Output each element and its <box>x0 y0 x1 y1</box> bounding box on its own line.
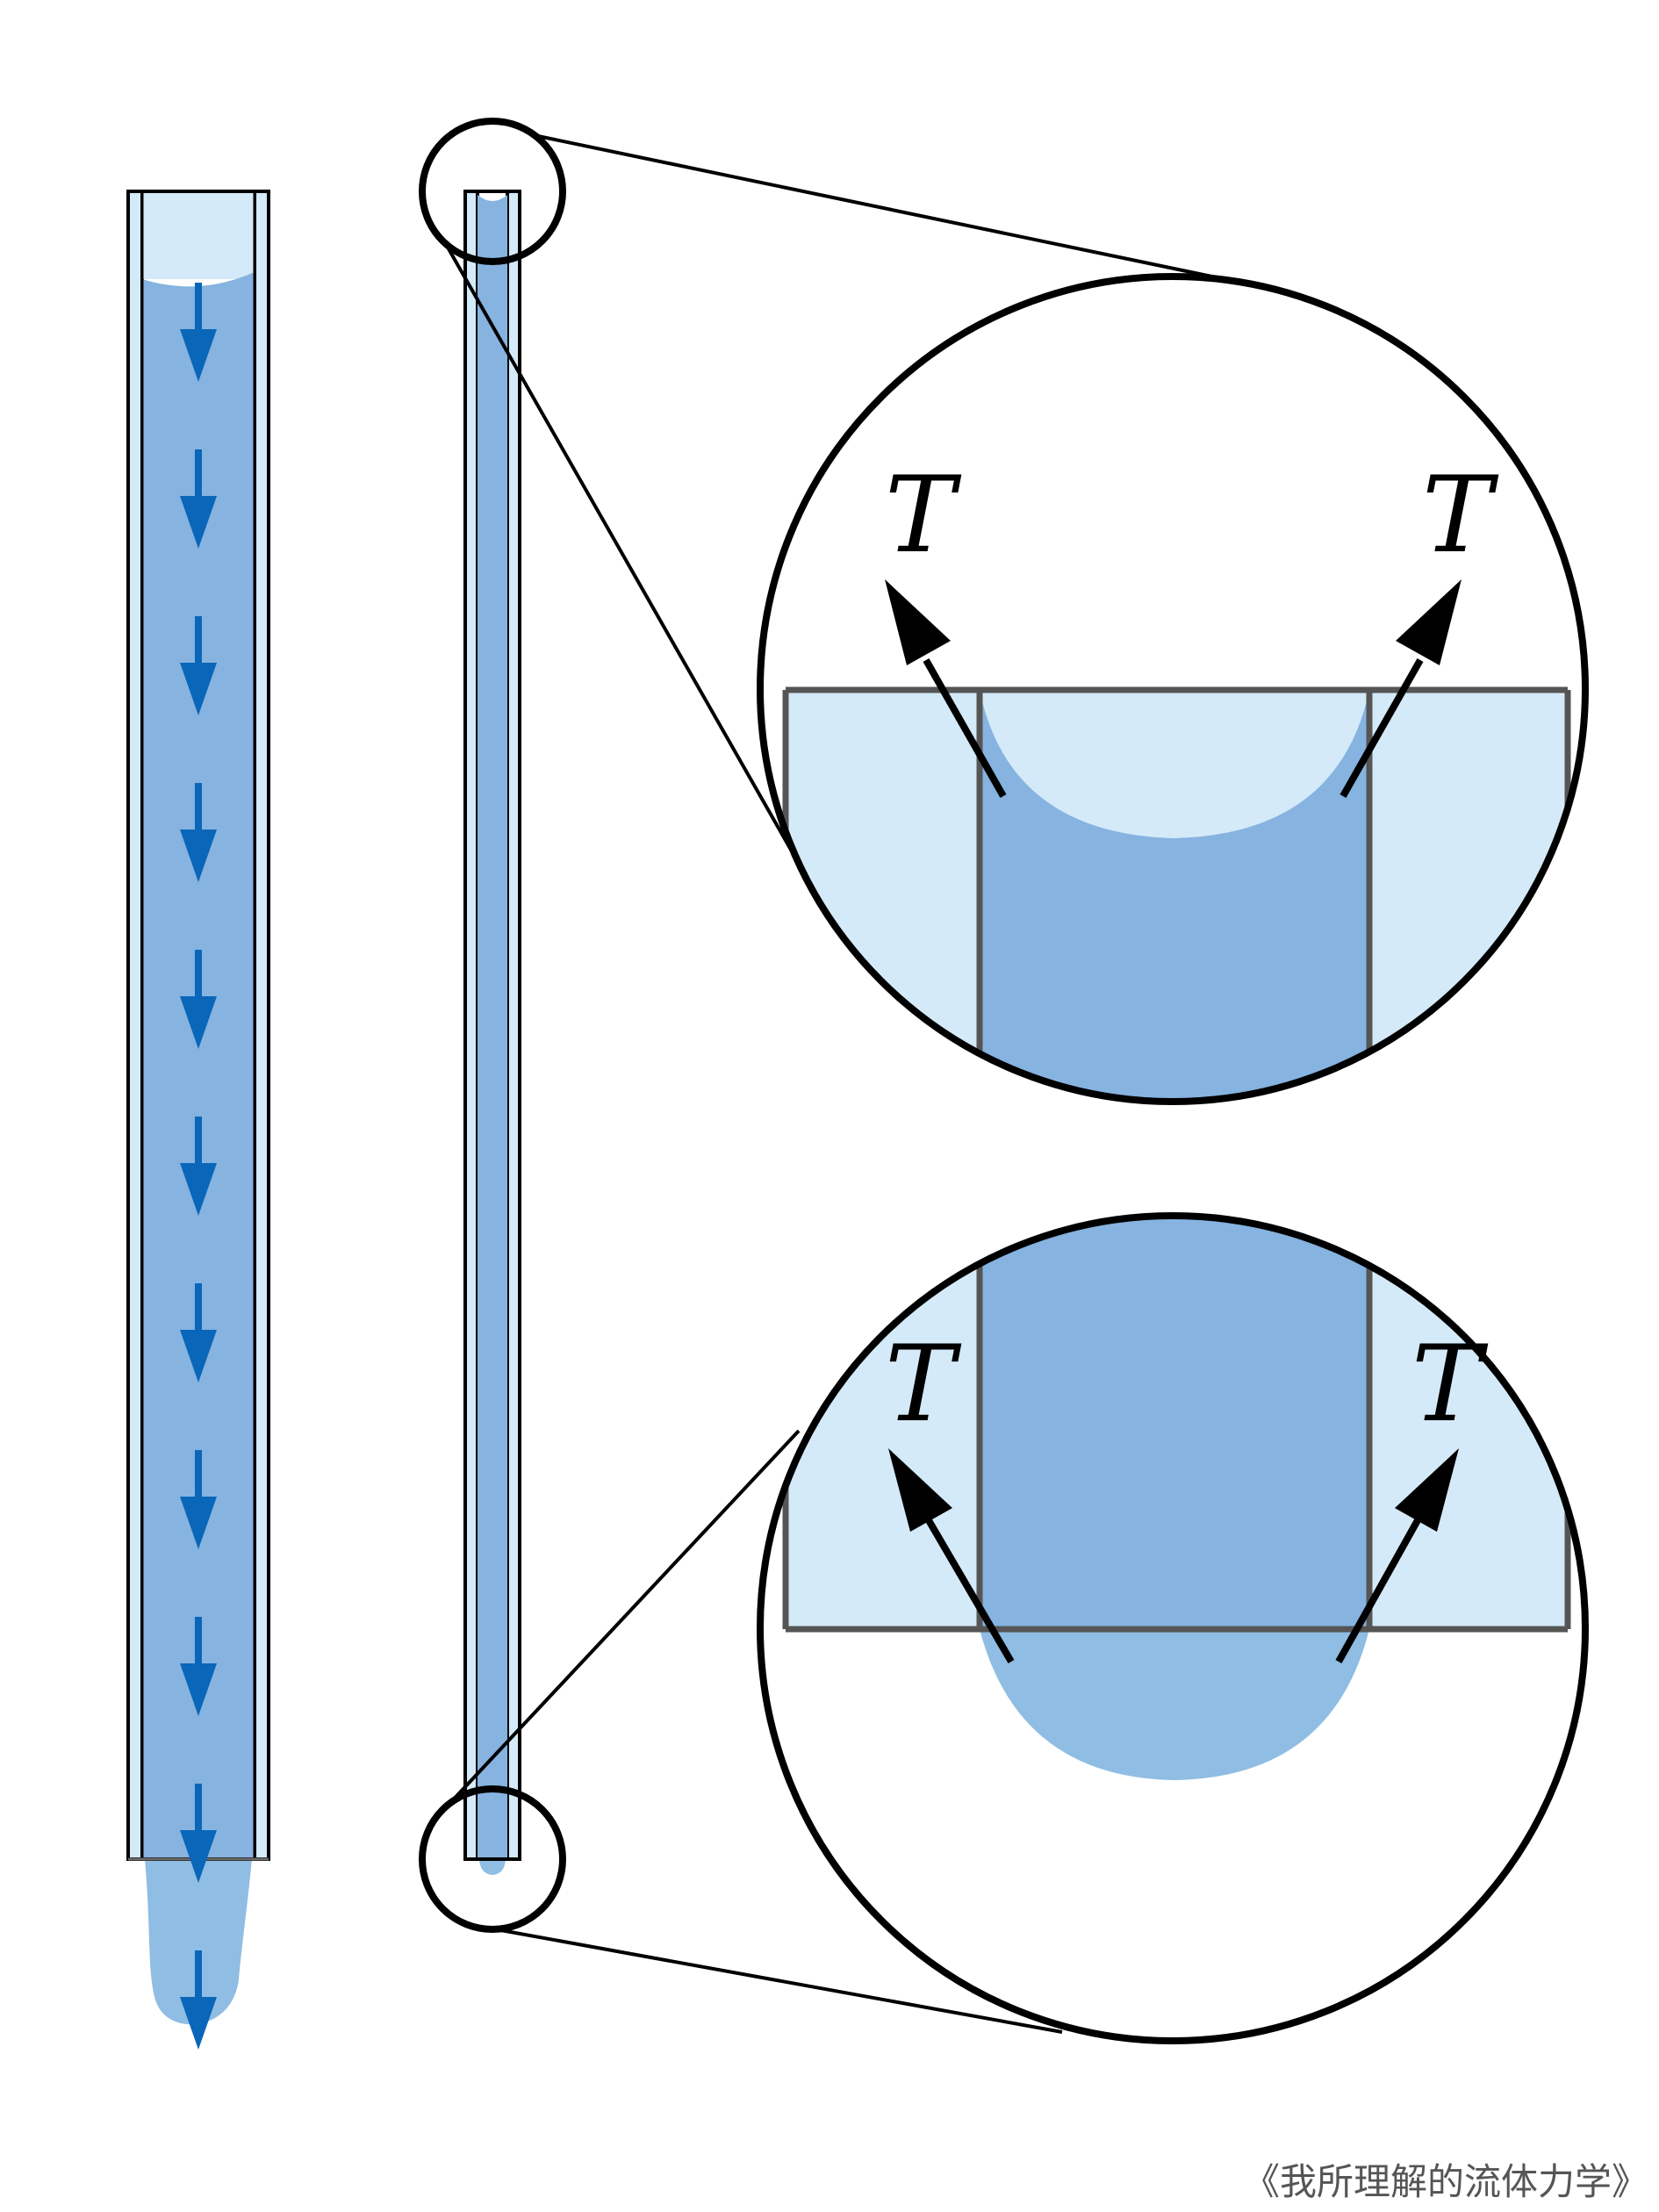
narrow-tube <box>463 190 521 1875</box>
wide-tube <box>126 190 270 2050</box>
zoom-connectors <box>445 133 1225 2034</box>
bottom-drop <box>980 1629 1369 1780</box>
arrow-down-icon <box>180 1283 217 1382</box>
arrow-down-icon <box>180 950 217 1049</box>
wide-tube-liquid <box>142 272 255 1859</box>
top-wall-right <box>1369 690 1568 1102</box>
arrow-icon <box>885 579 1007 798</box>
narrow-tube-wall-left <box>463 190 479 1861</box>
arrow-down-icon <box>180 1950 217 2050</box>
bottom-liquid <box>980 1216 1369 1629</box>
magnify-circle-icon <box>419 118 566 265</box>
arrow-icon <box>1339 579 1462 798</box>
arrow-icon <box>888 1448 1015 1664</box>
wide-tube-air <box>142 191 255 279</box>
top-meniscus-air <box>980 690 1369 838</box>
wide-tube-wall-left <box>126 190 144 1861</box>
tension-label-bottom-right: T <box>1411 1324 1489 1446</box>
arrow-down-icon <box>180 1450 217 1549</box>
narrow-tube-drop <box>479 1859 506 1875</box>
flow-arrows <box>180 283 217 2050</box>
arrow-down-icon <box>180 1617 217 1716</box>
wide-tube-drop <box>145 1859 252 2025</box>
narrow-tube-liquid <box>478 195 507 1859</box>
top-zoom-outline <box>757 273 1589 1105</box>
wide-tube-wall-right <box>253 190 270 1861</box>
arrow-down-icon <box>180 1784 217 1883</box>
arrow-icon <box>1335 1448 1459 1663</box>
watermark: 《我所理解的流体力学》 <box>1243 2160 1648 2203</box>
arrow-down-icon <box>180 616 217 715</box>
arrow-down-icon <box>180 283 217 382</box>
bottom-zoom-outline <box>757 1212 1589 2044</box>
tension-label-top-right: T <box>1422 455 1499 577</box>
arrow-down-icon <box>180 1117 217 1216</box>
bottom-zoom-view: T T <box>757 1212 1589 2044</box>
arrow-down-icon <box>180 449 217 549</box>
tension-label-top-left: T <box>885 455 962 577</box>
arrow-down-icon <box>180 783 217 882</box>
tension-label-bottom-left: T <box>885 1324 962 1446</box>
top-wall-left <box>786 690 980 1102</box>
narrow-tube-wall-right <box>506 190 521 1861</box>
magnify-circle-icon <box>419 1785 566 1933</box>
narrow-tube-outline <box>463 190 521 1861</box>
top-zoom-view: T T <box>757 273 1589 1105</box>
